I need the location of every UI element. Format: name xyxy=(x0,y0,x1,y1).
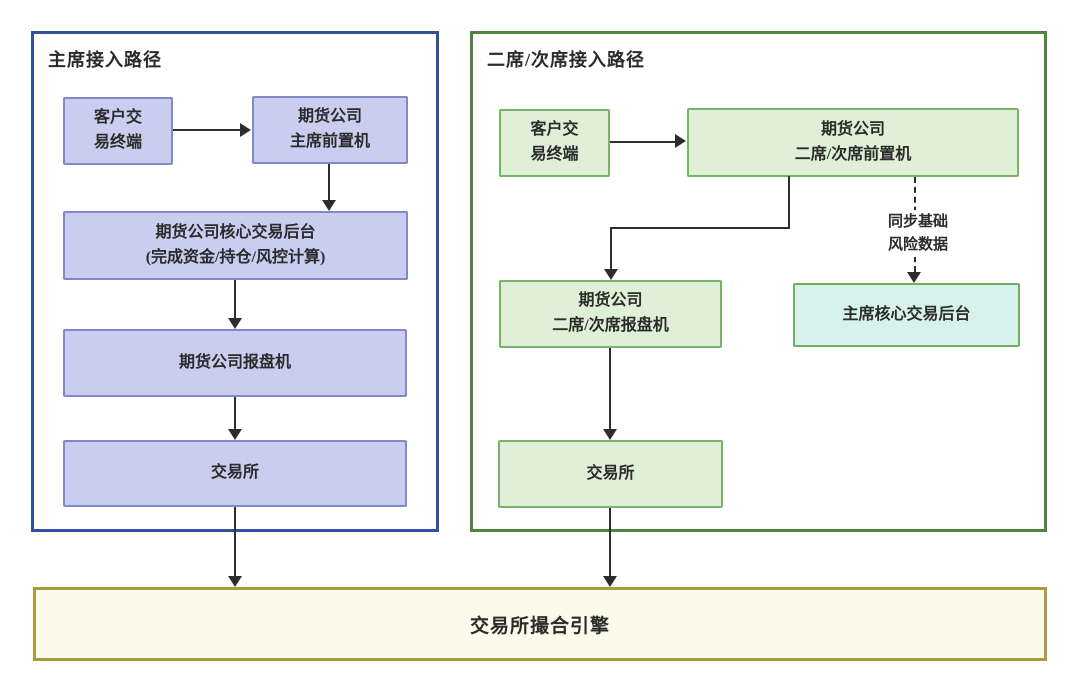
arrowhead-down-icon xyxy=(228,429,242,440)
connector-sec-front-elbow-down xyxy=(788,176,790,228)
panel-main-seat-title: 主席接入路径 xyxy=(48,50,162,70)
arrowhead-down-icon xyxy=(228,576,242,587)
node-primary-core-backend: 主席核心交易后台 xyxy=(793,283,1020,347)
connector-main-front-to-core xyxy=(328,164,330,200)
connector-sec-front-to-order xyxy=(610,227,612,269)
node-label: 期货公司核心交易后台 (完成资金/持仓/风控计算) xyxy=(145,223,326,266)
node-main-order-machine: 期货公司报盘机 xyxy=(63,329,407,397)
arrowhead-down-icon xyxy=(907,272,921,283)
node-main-exchange: 交易所 xyxy=(63,440,407,507)
node-sec-exchange: 交易所 xyxy=(498,440,723,508)
sync-data-label: 同步基础 风险数据 xyxy=(874,210,962,257)
arrowhead-down-icon xyxy=(228,318,242,329)
arrowhead-right-icon xyxy=(675,134,686,148)
arrowhead-down-icon xyxy=(322,200,336,211)
connector-sec-front-elbow-across xyxy=(610,227,790,229)
connector-main-client-to-front xyxy=(173,129,240,131)
node-main-client-terminal: 客户交 易终端 xyxy=(63,97,173,165)
footer-matching-engine-label: 交易所撮合引擎 xyxy=(469,615,610,637)
arrowhead-down-icon xyxy=(604,269,618,280)
node-label: 客户交 易终端 xyxy=(93,109,142,151)
connector-sec-client-to-front xyxy=(610,141,675,143)
connector-main-core-to-order xyxy=(234,280,236,318)
node-label: 期货公司 二席/次席报盘机 xyxy=(552,292,669,334)
node-label: 期货公司 二席/次席前置机 xyxy=(794,120,912,163)
node-sec-client-terminal: 客户交 易终端 xyxy=(499,109,610,177)
node-sec-order-machine: 期货公司 二席/次席报盘机 xyxy=(499,280,722,348)
node-label: 交易所 xyxy=(210,464,259,482)
arrowhead-down-icon xyxy=(603,576,617,587)
node-sec-front-machine: 期货公司 二席/次席前置机 xyxy=(687,108,1019,177)
connector-sec-order-to-exchange xyxy=(609,348,611,429)
footer-matching-engine: 交易所撮合引擎 xyxy=(33,587,1047,661)
arrowhead-down-icon xyxy=(603,429,617,440)
node-label: 主席核心交易后台 xyxy=(842,305,971,323)
connector-main-order-to-exchange xyxy=(234,397,236,429)
arrowhead-right-icon xyxy=(240,123,251,137)
connector-sec-exchange-to-engine xyxy=(609,508,611,576)
node-label: 交易所 xyxy=(586,464,635,482)
panel-secondary-seat: 二席/次席接入路径 xyxy=(470,31,1047,532)
node-label: 客户交 易终端 xyxy=(530,121,579,163)
connector-main-exchange-to-engine xyxy=(234,507,236,576)
node-main-core-backend: 期货公司核心交易后台 (完成资金/持仓/风控计算) xyxy=(63,211,408,280)
node-label: 期货公司 主席前置机 xyxy=(289,108,370,150)
node-label: 期货公司报盘机 xyxy=(178,353,291,371)
panel-secondary-seat-title: 二席/次席接入路径 xyxy=(487,50,646,70)
node-main-front-machine: 期货公司 主席前置机 xyxy=(252,96,408,164)
